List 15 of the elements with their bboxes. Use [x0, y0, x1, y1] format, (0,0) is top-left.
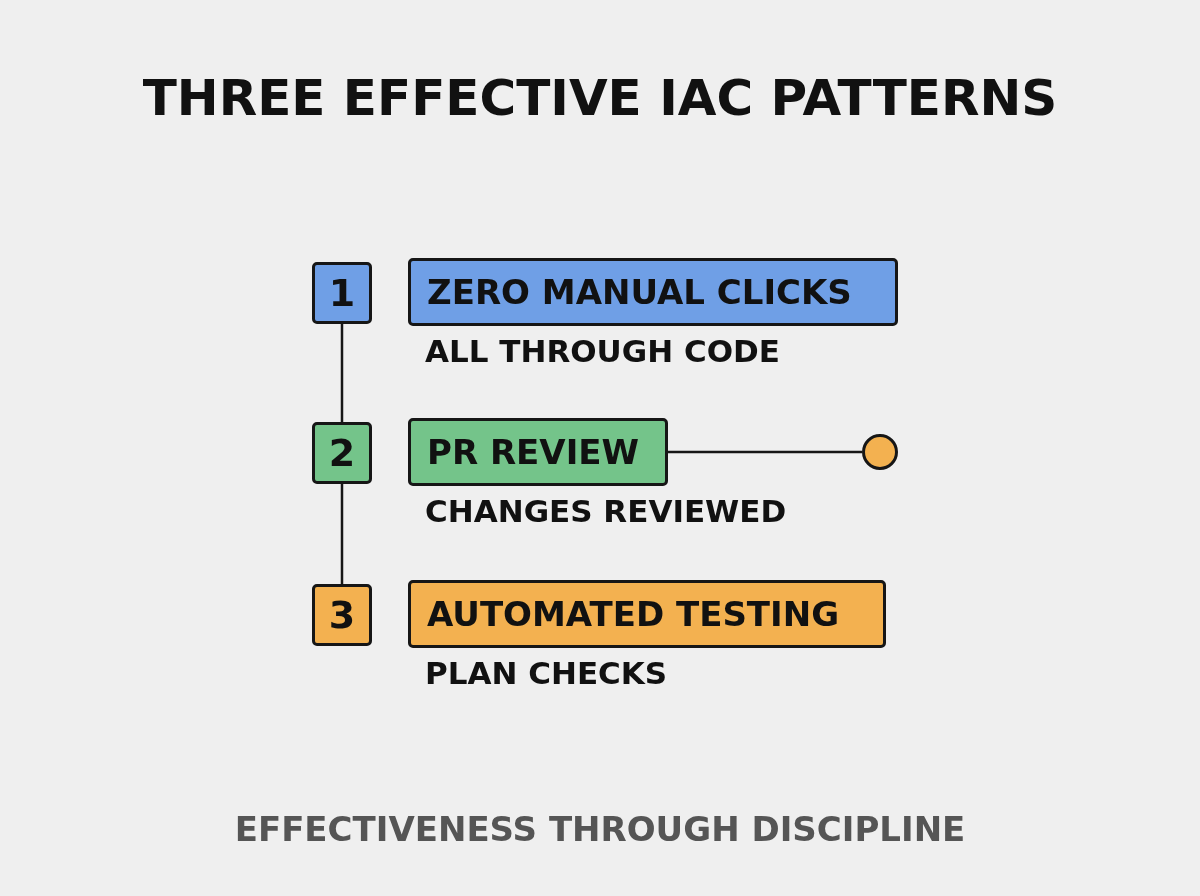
step-number-box: 1: [312, 262, 372, 324]
connector-line: [668, 450, 862, 454]
connector-line: [340, 324, 344, 422]
step-description: PLAN CHECKS: [425, 656, 668, 692]
connector-line: [340, 484, 344, 584]
step-title-box: PR REVIEW: [408, 418, 668, 486]
caption: EFFECTIVENESS THROUGH DISCIPLINE: [233, 810, 967, 850]
step-number-box: 2: [312, 422, 372, 484]
step-description: CHANGES REVIEWED: [425, 494, 787, 530]
endpoint-dot: [862, 434, 898, 470]
title: THREE EFFECTIVE IAC PATTERNS: [141, 70, 1059, 128]
step-description: ALL THROUGH CODE: [425, 334, 780, 370]
step-title-box: ZERO MANUAL CLICKS: [408, 258, 898, 326]
step-title-box: AUTOMATED TESTING: [408, 580, 886, 648]
step-number-box: 3: [312, 584, 372, 646]
